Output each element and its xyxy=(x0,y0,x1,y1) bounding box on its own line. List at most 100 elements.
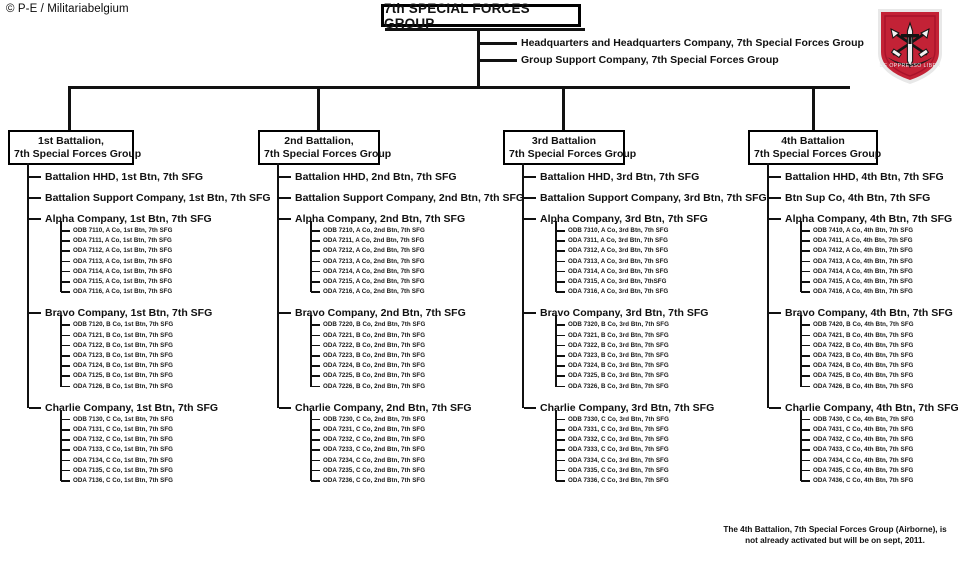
team-row[interactable]: ODA 7221, B Co, 2nd Btn, 7th SFG xyxy=(323,331,426,339)
staff-row-2nd-battalion-1[interactable]: Battalion Support Company, 2nd Btn, 7th … xyxy=(295,192,525,204)
team-row[interactable]: ODA 7425, B Co, 4th Btn, 7th SFG xyxy=(813,372,914,380)
team-row[interactable]: ODA 7123, B Co, 1st Btn, 7th SFG xyxy=(73,352,174,359)
team-row[interactable]: ODA 7233, C Co, 2nd Btn, 7th SFG xyxy=(323,446,426,454)
team-row[interactable]: ODA 7116, A Co, 1st Btn, 7th SFG xyxy=(73,288,173,296)
team-row[interactable]: ODA 7235, C Co, 2nd Btn, 7th SFG xyxy=(323,466,426,474)
team-row[interactable]: ODA 7312, A Co, 3rd Btn, 7th SFG xyxy=(568,247,669,255)
team-row[interactable]: ODA 7224, B Co, 2nd Btn, 7th SFG xyxy=(323,362,426,370)
team-row[interactable]: ODA 7133, C Co, 1st Btn, 7th SFG xyxy=(73,446,174,454)
company-row-1st-battalion-1[interactable]: Bravo Company, 1st Btn, 7th SFG xyxy=(45,307,213,320)
team-row[interactable]: ODA 7111, A Co, 1st Btn, 7th SFG xyxy=(73,237,172,245)
team-row[interactable]: ODA 7314, A Co, 3rd Btn, 7th SFG xyxy=(568,267,669,275)
team-row[interactable]: ODA 7223, B Co, 2nd Btn, 7th SFG xyxy=(323,352,426,359)
team-row[interactable]: ODB 7230, C Co, 2nd Btn, 7th SFG xyxy=(323,415,426,423)
team-row[interactable]: ODB 7120, B Co, 1st Btn, 7th SFG xyxy=(73,321,174,329)
team-row[interactable]: ODA 7232, C Co, 2nd Btn, 7th SFG xyxy=(323,436,426,444)
team-row[interactable]: ODA 7113, A Co, 1st Btn, 7th SFG xyxy=(73,257,173,265)
staff-row-4th-battalion-0[interactable]: Battalion HHD, 4th Btn, 7th SFG xyxy=(785,171,944,183)
team-row[interactable]: ODA 7213, A Co, 2nd Btn, 7th SFG xyxy=(323,257,425,265)
team-row[interactable]: ODA 7121, B Co, 1st Btn, 7th SFG xyxy=(73,331,174,339)
team-row[interactable]: ODA 7326, B Co, 3rd Btn, 7th SFG xyxy=(568,382,669,390)
company-row-4th-battalion-0[interactable]: Alpha Company, 4th Btn, 7th SFG xyxy=(785,213,953,225)
team-row[interactable]: ODA 7414, A Co, 4th Btn, 7th SFG xyxy=(813,267,913,275)
team-row[interactable]: ODA 7211, A Co, 2nd Btn, 7th SFG xyxy=(323,237,425,245)
team-row[interactable]: ODA 7234, C Co, 2nd Btn, 7th SFG xyxy=(323,456,426,464)
team-row[interactable]: ODA 7215, A Co, 2nd Btn, 7th SFG xyxy=(323,278,425,285)
team-row[interactable]: ODA 7315, A Co, 3rd Btn, 7thSFG xyxy=(568,278,667,285)
team-row[interactable]: ODA 7135, C Co, 1st Btn, 7th SFG xyxy=(73,466,174,474)
team-row[interactable]: ODB 7210, A Co, 2nd Btn, 7th SFG xyxy=(323,227,425,234)
company-row-2nd-battalion-2[interactable]: Charlie Company, 2nd Btn, 7th SFG xyxy=(295,401,472,414)
staff-row-4th-battalion-1[interactable]: Btn Sup Co, 4th Btn, 7th SFG xyxy=(785,192,931,204)
team-row[interactable]: ODA 7335, C Co, 3rd Btn, 7th SFG xyxy=(568,466,669,474)
team-row[interactable]: ODA 7115, A Co, 1st Btn, 7th SFG xyxy=(73,278,173,285)
team-row[interactable]: ODA 7313, A Co, 3rd Btn, 7th SFG xyxy=(568,257,669,265)
team-row[interactable]: ODB 7330, C Co, 3rd Btn, 7th SFG xyxy=(568,415,669,423)
team-row[interactable]: ODB 7420, B Co, 4th Btn, 7th SFG xyxy=(813,321,914,329)
company-row-1st-battalion-0[interactable]: Alpha Company, 1st Btn, 7th SFG xyxy=(45,213,212,225)
team-row[interactable]: ODA 7325, B Co, 3rd Btn, 7th SFG xyxy=(568,372,669,380)
team-row[interactable]: ODA 7411, A Co, 4th Btn, 7th SFG xyxy=(813,237,913,245)
team-row[interactable]: ODA 7334, C Co, 3rd Btn, 7th SFG xyxy=(568,456,669,464)
staff-row-3rd-battalion-1[interactable]: Battalion Support Company, 3rd Btn, 7th … xyxy=(540,192,767,204)
team-row[interactable]: ODA 7236, C Co, 2nd Btn, 7th SFG xyxy=(323,477,426,484)
team-row[interactable]: ODA 7336, C Co, 3rd Btn, 7th SFG xyxy=(568,477,669,484)
team-row[interactable]: ODA 7322, B Co, 3rd Btn, 7th SFG xyxy=(568,341,669,349)
team-row[interactable]: ODA 7416, A Co, 4th Btn, 7th SFG xyxy=(813,288,913,296)
team-row[interactable]: ODA 7134, C Co, 1st Btn, 7th SFG xyxy=(73,456,174,464)
team-row[interactable]: ODB 7110, A Co, 1st Btn, 7th SFG xyxy=(73,227,173,234)
team-row[interactable]: ODA 7424, B Co, 4th Btn, 7th SFG xyxy=(813,362,914,370)
team-row[interactable]: ODA 7212, A Co, 2nd Btn, 7th SFG xyxy=(323,247,425,255)
team-row[interactable]: ODB 7310, A Co, 3rd Btn, 7th SFG xyxy=(568,227,669,234)
team-row[interactable]: ODA 7112, A Co, 1st Btn, 7th SFG xyxy=(73,247,173,255)
team-row[interactable]: ODA 7331, C Co, 3rd Btn, 7th SFG xyxy=(568,426,669,433)
team-row[interactable]: ODA 7436, C Co, 4th Btn, 7th SFG xyxy=(813,477,914,484)
team-row[interactable]: ODA 7323, B Co, 3rd Btn, 7th SFG xyxy=(568,352,669,359)
team-row[interactable]: ODA 7324, B Co, 3rd Btn, 7th SFG xyxy=(568,362,669,370)
company-row-4th-battalion-1[interactable]: Bravo Company, 4th Btn, 7th SFG xyxy=(785,307,953,320)
team-row[interactable]: ODA 7131, C Co, 1st Btn, 7th SFG xyxy=(73,426,174,433)
company-row-3rd-battalion-1[interactable]: Bravo Company, 3rd Btn, 7th SFG xyxy=(540,307,709,320)
team-row[interactable]: ODA 7222, B Co, 2nd Btn, 7th SFG xyxy=(323,341,426,349)
company-row-2nd-battalion-1[interactable]: Bravo Company, 2nd Btn, 7th SFG xyxy=(295,307,466,320)
company-row-2nd-battalion-0[interactable]: Alpha Company, 2nd Btn, 7th SFG xyxy=(295,213,466,225)
team-row[interactable]: ODB 7410, A Co, 4th Btn, 7th SFG xyxy=(813,227,914,234)
team-row[interactable]: ODA 7435, C Co, 4th Btn, 7th SFG xyxy=(813,466,914,474)
team-row[interactable]: ODB 7130, C Co, 1st Btn, 7th SFG xyxy=(73,415,174,423)
battalion-box-1st-battalion[interactable]: 1st Battalion,7th Special Forces Group xyxy=(8,130,141,165)
team-row[interactable]: ODA 7433, C Co, 4th Btn, 7th SFG xyxy=(813,446,914,454)
team-row[interactable]: ODA 7216, A Co, 2nd Btn, 7th SFG xyxy=(323,288,425,296)
team-row[interactable]: ODA 7231, C Co, 2nd Btn, 7th SFG xyxy=(323,426,426,433)
team-row[interactable]: ODA 7321, B Co, 3rd Btn, 7th SFG xyxy=(568,331,669,339)
company-row-3rd-battalion-2[interactable]: Charlie Company, 3rd Btn, 7th SFG xyxy=(540,401,715,414)
team-row[interactable]: ODA 7413, A Co, 4th Btn, 7th SFG xyxy=(813,257,913,265)
team-row[interactable]: ODA 7124, B Co, 1st Btn, 7th SFG xyxy=(73,362,174,370)
team-row[interactable]: ODA 7132, C Co, 1st Btn, 7th SFG xyxy=(73,436,174,444)
team-row[interactable]: ODA 7126, B Co, 1st Btn, 7th SFG xyxy=(73,382,174,390)
team-row[interactable]: ODA 7226, B Co, 2nd Btn, 7th SFG xyxy=(323,382,426,390)
staff-row-1st-battalion-0[interactable]: Battalion HHD, 1st Btn, 7th SFG xyxy=(45,171,204,183)
team-row[interactable]: ODA 7434, C Co, 4th Btn, 7th SFG xyxy=(813,456,914,464)
team-row[interactable]: ODA 7316, A Co, 3rd Btn, 7th SFG xyxy=(568,288,669,296)
team-row[interactable]: ODA 7136, C Co, 1st Btn, 7th SFG xyxy=(73,477,174,484)
team-row[interactable]: ODA 7225, B Co, 2nd Btn, 7th SFG xyxy=(323,372,426,380)
company-row-1st-battalion-2[interactable]: Charlie Company, 1st Btn, 7th SFG xyxy=(45,401,219,414)
battalion-box-2nd-battalion[interactable]: 2nd Battalion,7th Special Forces Group xyxy=(258,130,391,165)
staff-row-1st-battalion-1[interactable]: Battalion Support Company, 1st Btn, 7th … xyxy=(45,192,271,204)
team-row[interactable]: ODB 7430, C Co, 4th Btn, 7th SFG xyxy=(813,415,914,423)
team-row[interactable]: ODA 7421, B Co, 4th Btn, 7th SFG xyxy=(813,331,914,339)
team-row[interactable]: ODA 7114, A Co, 1st Btn, 7th SFG xyxy=(73,267,173,275)
team-row[interactable]: ODA 7423, B Co, 4th Btn, 7th SFG xyxy=(813,352,914,359)
team-row[interactable]: ODA 7332, C Co, 3rd Btn, 7th SFG xyxy=(568,436,669,444)
team-row[interactable]: ODA 7422, B Co, 4th Btn, 7th SFG xyxy=(813,341,914,349)
team-row[interactable]: ODB 7320, B Co, 3rd Btn, 7th SFG xyxy=(568,321,669,329)
team-row[interactable]: ODA 7125, B Co, 1st Btn, 7th SFG xyxy=(73,372,174,380)
team-row[interactable]: ODA 7415, A Co, 4th Btn, 7th SFG xyxy=(813,278,913,285)
team-row[interactable]: ODA 7311, A Co, 3rd Btn, 7th SFG xyxy=(568,237,668,245)
team-row[interactable]: ODA 7214, A Co, 2nd Btn, 7th SFG xyxy=(323,267,425,275)
team-row[interactable]: ODA 7426, B Co, 4th Btn, 7th SFG xyxy=(813,382,914,390)
team-row[interactable]: ODA 7432, C Co, 4th Btn, 7th SFG xyxy=(813,436,914,444)
team-row[interactable]: ODA 7333, C Co, 3rd Btn, 7th SFG xyxy=(568,446,669,454)
